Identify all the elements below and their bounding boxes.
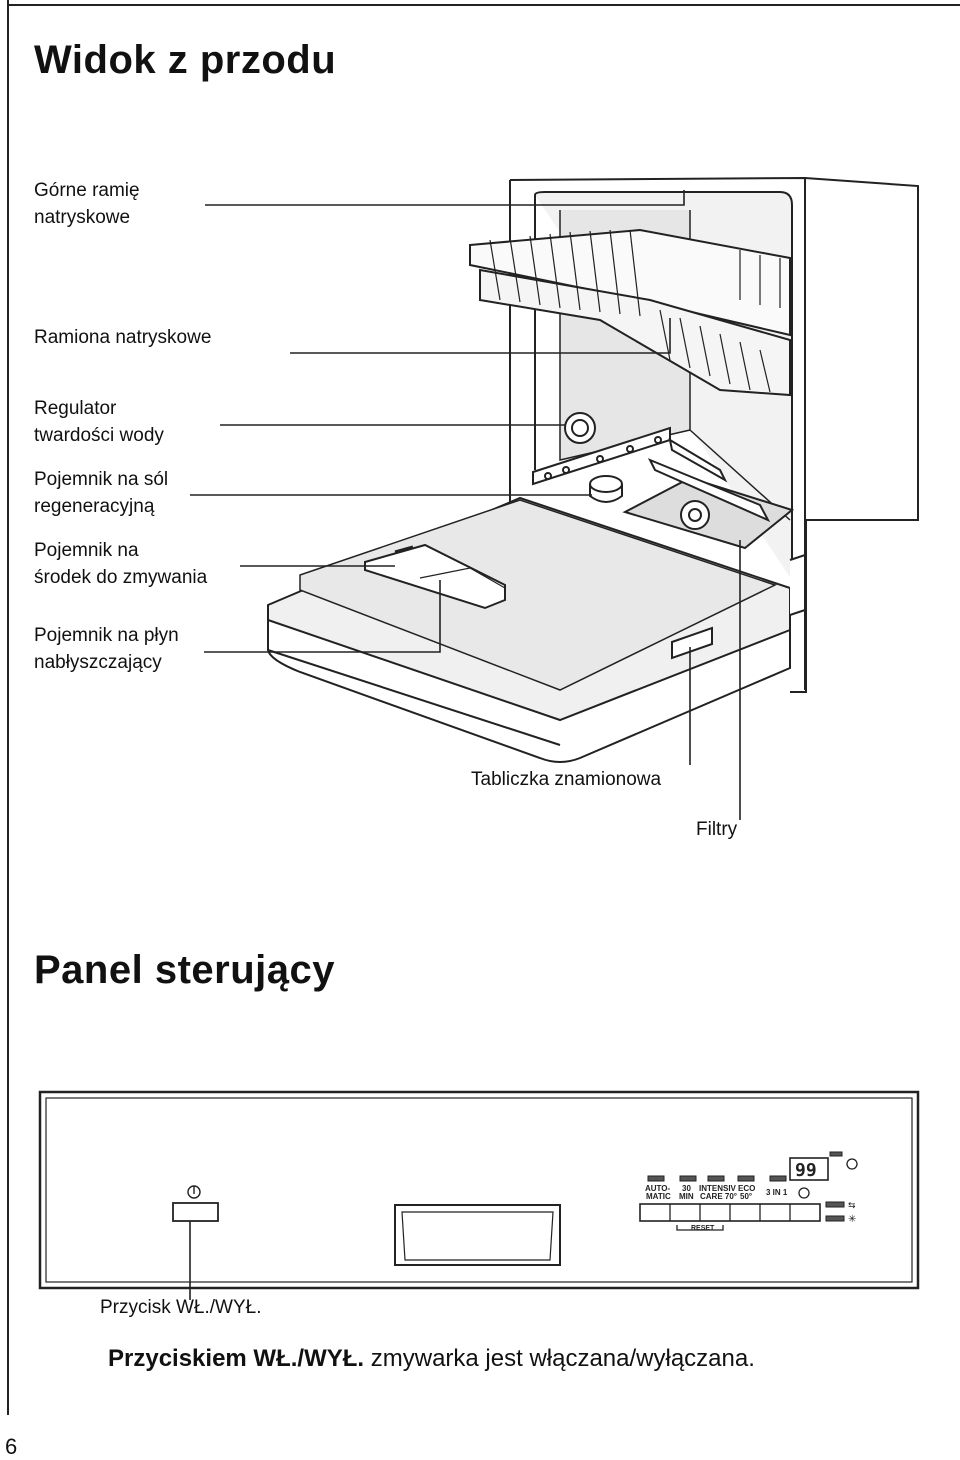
salt-indicator-icon: ⇆ bbox=[848, 1201, 856, 1211]
btn-30-label-1: 30 bbox=[682, 1184, 691, 1193]
control-panel-title: Panel sterujący bbox=[34, 948, 335, 992]
btn-eco-label-1: ECO bbox=[738, 1184, 755, 1193]
btn-auto-label-2: MATIC bbox=[646, 1192, 671, 1201]
btn-intensiv-label-2: CARE 70° bbox=[700, 1192, 737, 1201]
page-number: 6 bbox=[5, 1434, 18, 1459]
rinse-indicator-icon: ✳ bbox=[848, 1214, 856, 1225]
label-upper-spray-arm: Górne ramię natryskowe bbox=[34, 180, 140, 228]
caption-bold: Przyciskiem WŁ./WYŁ. bbox=[108, 1345, 365, 1372]
btn-eco-label-2: 50° bbox=[740, 1192, 752, 1201]
page-frame-top bbox=[7, 4, 960, 6]
label-detergent-container: Pojemnik na środek do zmywania bbox=[34, 540, 208, 588]
label-spray-arms: Ramiona natryskowe bbox=[34, 327, 212, 348]
reset-label: RESET bbox=[691, 1225, 715, 1232]
page-frame-left bbox=[7, 0, 9, 1415]
label-hardness-regulator: Regulator twardości wody bbox=[34, 398, 164, 446]
caption-rest: zmywarka jest włączana/wyłączana. bbox=[364, 1345, 755, 1372]
btn-auto-label-1: AUTO- bbox=[645, 1184, 671, 1193]
label-filters: Filtry bbox=[696, 819, 738, 840]
btn-3in1-label: 3 IN 1 bbox=[766, 1188, 788, 1197]
front-view-title: Widok z przodu bbox=[34, 38, 337, 82]
display-readout: 99 bbox=[795, 1160, 817, 1181]
label-salt-container: Pojemnik na sól regeneracyjną bbox=[34, 469, 169, 517]
btn-30-label-2: MIN bbox=[679, 1192, 694, 1201]
caption: Przyciskiem WŁ./WYŁ. zmywarka jest włącz… bbox=[108, 1345, 755, 1373]
label-onoff-button: Przycisk WŁ./WYŁ. bbox=[100, 1297, 262, 1318]
label-rating-plate: Tabliczka znamionowa bbox=[471, 769, 662, 790]
btn-intensiv-label-1: INTENSIV bbox=[699, 1184, 737, 1193]
label-rinse-aid-container: Pojemnik na płyn nabłyszczający bbox=[34, 625, 179, 673]
